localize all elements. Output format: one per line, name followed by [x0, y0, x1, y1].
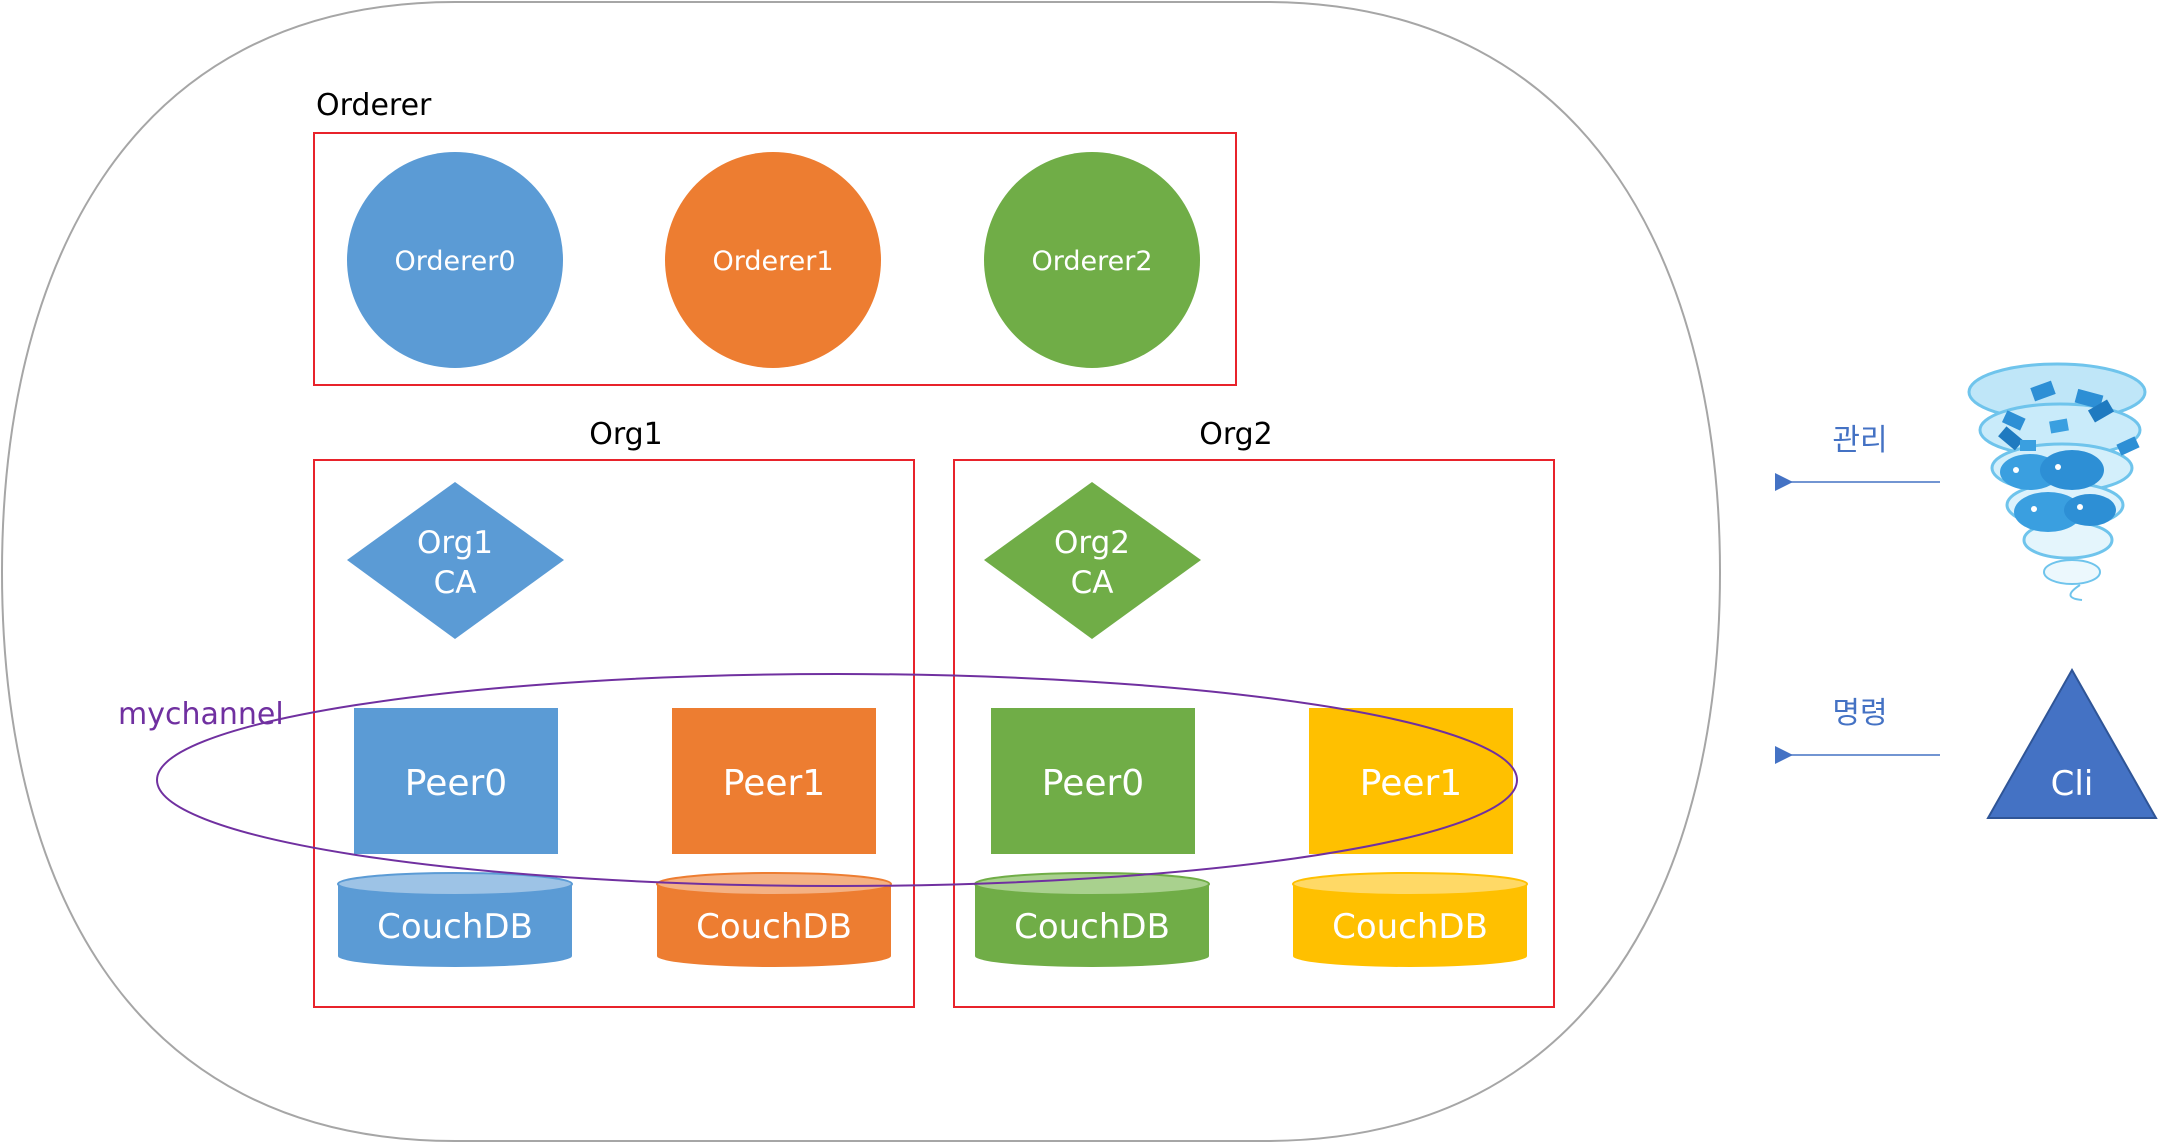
cli-triangle — [1986, 667, 2158, 819]
org2-couchdb0-label: CouchDB — [1014, 907, 1170, 947]
org2-couchdb1: CouchDB — [1292, 872, 1528, 967]
org2-ca-line1: Org2 — [1054, 525, 1130, 561]
orderer-box — [313, 132, 1237, 386]
network-boundary — [0, 1, 1722, 1142]
org1-ca-line2: CA — [434, 565, 477, 601]
org1-couchdb1: CouchDB — [656, 872, 892, 967]
orderer1-node — [665, 152, 881, 368]
orderer2-label: Orderer2 — [1031, 246, 1152, 277]
org2-box — [953, 459, 1555, 1008]
org1-couchdb0-label: CouchDB — [377, 907, 533, 947]
orderer-title: Orderer — [316, 88, 432, 123]
org1-box — [313, 459, 915, 1008]
command-connection: 명령 — [1775, 696, 1940, 764]
org2-peer0-label: Peer0 — [1042, 763, 1144, 804]
org2-group: Org2 Org2 CA Peer0 Peer1 CouchDB CouchDB — [953, 417, 1555, 1008]
docker-swarm-icon — [1967, 362, 2147, 601]
manage-connection: 관리 — [1775, 423, 1940, 491]
cli-label: Cli — [2051, 764, 2094, 804]
channel-ellipse — [156, 673, 1518, 887]
org1-group: Org1 Org1 CA Peer0 Peer1 CouchDB CouchDB — [313, 417, 915, 1008]
org1-ca-diamond — [347, 482, 564, 639]
org1-couchdb1-label: CouchDB — [696, 907, 852, 947]
org1-ca-line1: Org1 — [417, 525, 493, 561]
channel-label: mychannel — [118, 697, 284, 732]
org2-ca-line2: CA — [1071, 565, 1114, 601]
orderer1-label: Orderer1 — [712, 246, 833, 277]
org2-couchdb0: CouchDB — [974, 872, 1210, 967]
cli-node: Cli — [1986, 667, 2158, 819]
org1-peer0 — [354, 708, 558, 854]
channel-group: mychannel — [118, 673, 1518, 887]
orderer2-node — [984, 152, 1200, 368]
org2-couchdb1-label: CouchDB — [1332, 907, 1488, 947]
org2-ca-diamond — [984, 482, 1201, 639]
command-label: 명령 — [1832, 696, 1887, 731]
org2-peer0 — [991, 708, 1195, 854]
org1-peer1-label: Peer1 — [723, 763, 825, 804]
org2-peer1 — [1309, 708, 1513, 854]
org2-title: Org2 — [1199, 417, 1273, 452]
orderer0-label: Orderer0 — [394, 246, 515, 277]
org1-couchdb0: CouchDB — [337, 872, 573, 967]
orderer-group: Orderer Orderer0 Orderer1 Orderer2 — [313, 88, 1237, 386]
org1-title: Org1 — [589, 417, 663, 452]
manage-label: 관리 — [1832, 423, 1887, 458]
org2-peer1-label: Peer1 — [1360, 763, 1462, 804]
org1-peer0-label: Peer0 — [405, 763, 507, 804]
org1-peer1 — [672, 708, 876, 854]
orderer0-node — [347, 152, 563, 368]
